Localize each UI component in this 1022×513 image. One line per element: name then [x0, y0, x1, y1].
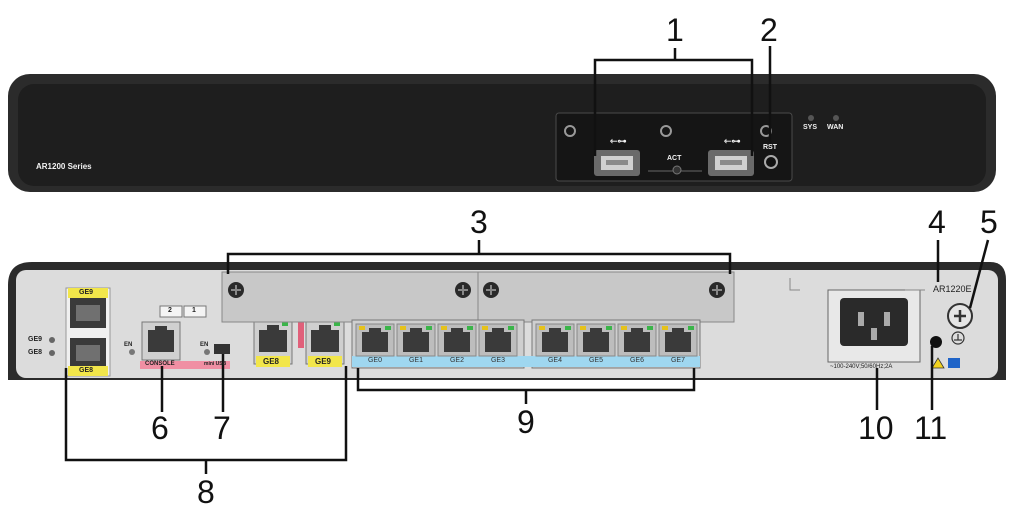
- callout-4: 4: [928, 204, 946, 240]
- ge-port-led-yellow: [441, 326, 447, 330]
- ge-port-label: GE1: [408, 357, 423, 364]
- card-slot-label-1: 1: [192, 307, 196, 314]
- ge9-led: [49, 337, 55, 343]
- ge9-led-label: GE9: [28, 336, 43, 343]
- ge-port-label: GE0: [367, 357, 382, 364]
- callout-5: 5: [980, 204, 998, 240]
- ge-port-led-green: [385, 326, 391, 330]
- ge-port-socket: [485, 332, 511, 352]
- ge-port-led-yellow: [662, 326, 668, 330]
- warning-icon: [931, 357, 945, 369]
- ge-port-led-green: [565, 326, 571, 330]
- ge9-port: [311, 330, 339, 352]
- ge-ports: [355, 323, 698, 357]
- ge-port-socket: [362, 332, 388, 352]
- front-panel: [8, 46, 996, 192]
- sfp-label-bottom-bg: [68, 366, 108, 376]
- mini-usb-port: [214, 344, 230, 354]
- ge-port-led-green: [426, 326, 432, 330]
- ge-port-label: GE3: [490, 357, 505, 364]
- ge-port-led-yellow: [539, 326, 545, 330]
- power-socket: [840, 298, 908, 346]
- ge-port-led-yellow: [580, 326, 586, 330]
- rear-panel: [8, 262, 1006, 380]
- callout-lines: [64, 239, 990, 474]
- console-strip: [140, 361, 230, 369]
- ge9-rj45-label: GE9: [315, 357, 332, 366]
- console-label: CONSOLE: [145, 361, 175, 367]
- ge-port-socket: [665, 332, 691, 352]
- en-led-usb: [204, 349, 210, 355]
- front-face: [18, 84, 986, 186]
- sys-led: [808, 115, 814, 121]
- screw-hole-left: [564, 125, 576, 137]
- screw-hole-middle: [660, 125, 672, 137]
- ge-port-label: GE5: [588, 357, 603, 364]
- callout-7: 7: [213, 410, 231, 446]
- sfp-bottom-label: GE8: [79, 367, 94, 374]
- console-port: [148, 330, 174, 352]
- callout-3: 3: [470, 204, 488, 240]
- ge-port-socket: [542, 332, 568, 352]
- ge-port-socket: [444, 332, 470, 352]
- ge-label-strip: [352, 356, 700, 367]
- callout-8: 8: [197, 474, 215, 510]
- ground-point: [930, 336, 942, 348]
- callout-1-bracket: [593, 58, 754, 156]
- en-led-console: [129, 349, 135, 355]
- sfp-label-top-bg: [68, 288, 108, 298]
- esd-icon: [948, 358, 960, 368]
- usb-symbol-right: ⇽⊶: [724, 136, 741, 146]
- ge-port-label: GE7: [670, 357, 685, 364]
- ge-port-socket: [403, 332, 429, 352]
- act-label: ACT: [667, 155, 682, 162]
- ge8-rj45-label: GE8: [263, 357, 280, 366]
- power-rating: ~100-240V;50/60Hz;2A: [830, 364, 893, 370]
- ge-combo-marker: [298, 320, 304, 348]
- callout-10: 10: [858, 410, 894, 446]
- wan-label: WAN: [827, 124, 844, 131]
- callout-1: 1: [666, 12, 684, 48]
- usb-symbol-left: ⇽⊶: [610, 136, 627, 146]
- ge-port-led-green: [647, 326, 653, 330]
- ge-port-led-green: [467, 326, 473, 330]
- ge-port-led-yellow: [359, 326, 365, 330]
- reset-button: [764, 155, 778, 169]
- card-slot-label-2: 2: [168, 307, 172, 314]
- mini-usb-label: mini USB: [204, 361, 227, 367]
- callout-2: 2: [760, 12, 778, 48]
- en-label-usb: EN: [200, 342, 209, 348]
- model-label: AR1220E: [933, 284, 972, 294]
- ge-port-label: GE2: [449, 357, 464, 364]
- ge-port-label: GE4: [547, 357, 562, 364]
- act-led: [672, 165, 682, 175]
- ge8-led-label: GE8: [28, 349, 43, 356]
- callout-5-line: [968, 239, 990, 309]
- sfp-top-label: GE9: [79, 289, 94, 296]
- wan-led: [833, 115, 839, 121]
- ground-symbol: [951, 331, 965, 345]
- ge-port-led-yellow: [621, 326, 627, 330]
- ge-port-label: GE6: [629, 357, 644, 364]
- ge8-port: [259, 330, 287, 352]
- en-label-console: EN: [124, 342, 133, 348]
- rst-label: RST: [763, 144, 777, 151]
- ge-port-socket: [624, 332, 650, 352]
- callout-6: 6: [151, 410, 169, 446]
- ge-port-led-green: [688, 326, 694, 330]
- ge-port-socket: [583, 332, 609, 352]
- sys-label: SYS: [803, 124, 818, 131]
- ge8-led: [49, 350, 55, 356]
- callout-9: 9: [517, 404, 535, 440]
- ge-port-led-yellow: [400, 326, 406, 330]
- series-label: AR1200 Series: [36, 162, 92, 171]
- ge-port-led-green: [606, 326, 612, 330]
- callout-11: 11: [914, 410, 948, 446]
- ge-port-led-green: [508, 326, 514, 330]
- callout-8-bracket: [64, 366, 348, 462]
- ge-port-led-yellow: [482, 326, 488, 330]
